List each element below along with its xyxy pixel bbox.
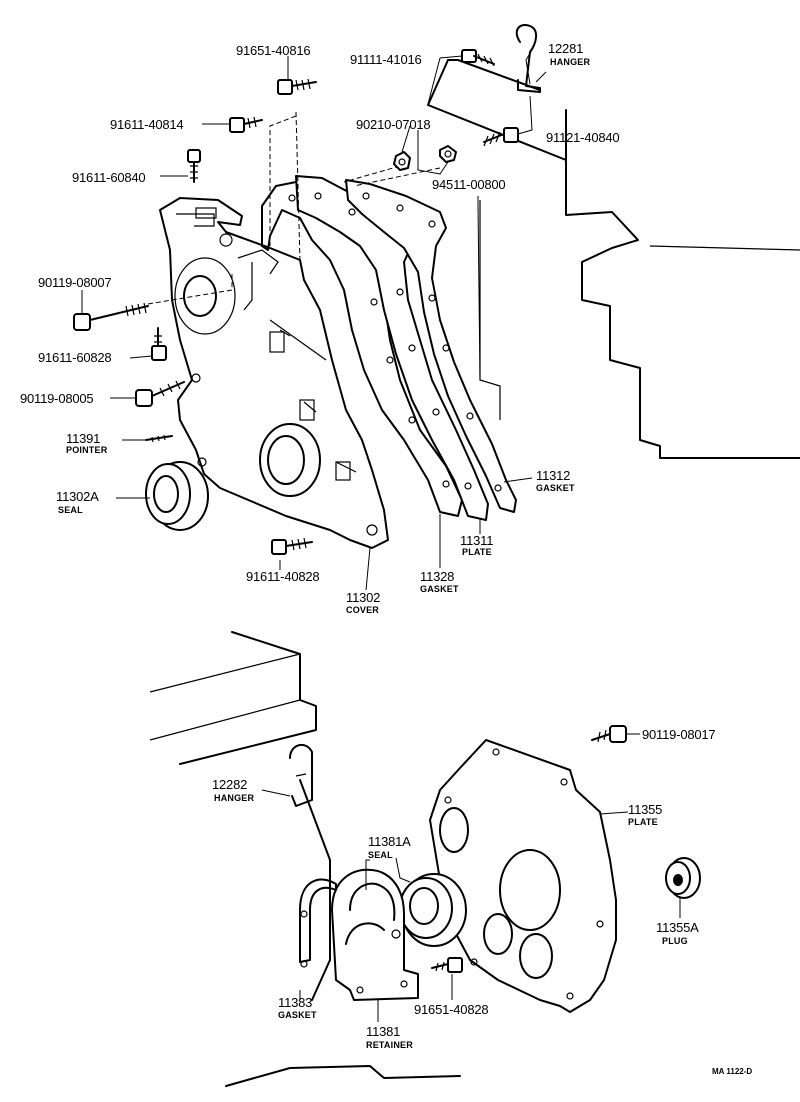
part-number-91611-40814: 91611-40814 (110, 117, 184, 132)
engine-block-bottom (149, 631, 461, 1087)
part-number-11381a: 11381A (368, 834, 411, 849)
bolt-91611-40814 (229, 116, 263, 133)
bolt-91651-40828 (431, 957, 463, 973)
part-number-11302a: 11302A (56, 489, 99, 504)
gasket-11312 (345, 179, 517, 513)
nut-94511-00800 (439, 145, 457, 163)
part-name-11302: COVER (346, 605, 380, 615)
part-name-12281: HANGER (550, 57, 591, 67)
part-number-11355a: 11355A (656, 920, 699, 935)
hanger-12282 (289, 743, 313, 807)
seal-11302a (145, 461, 209, 531)
seal-11381a (399, 873, 467, 947)
bolt-90119-08007 (73, 302, 149, 331)
part-number-11302: 11302 (346, 590, 381, 605)
plug-11355a (665, 857, 701, 899)
part-name-11328: GASKET (420, 584, 459, 594)
timing-cover (159, 197, 389, 549)
leader-lines-top (81, 49, 547, 591)
bolt-90119-08005 (135, 380, 185, 407)
part-name-11355: PLATE (628, 817, 658, 827)
part-number-12282: 12282 (212, 777, 248, 792)
bolt-91611-60828 (151, 327, 167, 361)
pointer-11391 (145, 434, 173, 443)
engine-block-top (427, 59, 800, 459)
part-name-11381: RETAINER (366, 1040, 413, 1050)
bolt-90119-08017 (591, 725, 627, 743)
part-number-11328: 11328 (420, 569, 455, 584)
bolt-91651-40816 (277, 78, 317, 95)
part-name-12282: HANGER (214, 793, 255, 803)
part-number-91651-40816: 91651-40816 (236, 43, 311, 58)
part-number-11312: 11312 (536, 468, 571, 483)
part-number-11355: 11355 (628, 802, 663, 817)
retainer-11381 (331, 868, 419, 1001)
plate-11355 (429, 739, 617, 1013)
bolt-91111-41016 (461, 49, 495, 67)
part-name-11312: GASKET (536, 483, 575, 493)
diagram-code: MA 1122-D (712, 1067, 753, 1076)
bolt-91121-40840 (483, 127, 519, 147)
part-number-11311: 11311 (460, 533, 494, 548)
part-number-90119-08017: 90119-08017 (642, 727, 716, 742)
part-number-91611-40828: 91611-40828 (246, 569, 320, 584)
part-number-91651-40828: 91651-40828 (414, 1002, 489, 1017)
part-number-90210-07018: 90210-07018 (356, 117, 431, 132)
part-name-11355a: PLUG (662, 936, 688, 946)
part-name-11302a: SEAL (58, 505, 83, 515)
gasket-11383 (299, 878, 337, 968)
part-number-91611-60828: 91611-60828 (38, 350, 112, 365)
part-number-11381: 11381 (366, 1024, 401, 1039)
part-number-91111-41016: 91111-41016 (350, 52, 422, 67)
part-number-91611-60840: 91611-60840 (72, 170, 146, 185)
part-number-90119-08005: 90119-08005 (20, 391, 94, 406)
bolt-91611-60840 (187, 149, 201, 183)
part-number-91121-40840: 91121-40840 (546, 130, 620, 145)
leader-lines-bottom (261, 733, 681, 1022)
part-name-11381a: SEAL (368, 850, 393, 860)
part-number-90119-08007: 90119-08007 (38, 275, 112, 290)
part-number-11391: 11391 (66, 431, 101, 446)
part-number-94511-00800: 94511-00800 (432, 177, 506, 192)
nut-90210-07018 (393, 151, 411, 171)
part-name-11311: PLATE (462, 547, 492, 557)
part-number-11383: 11383 (278, 995, 313, 1010)
part-name-11391: POINTER (66, 445, 108, 455)
part-name-11383: GASKET (278, 1010, 317, 1020)
part-number-12281: 12281 (548, 41, 584, 56)
bolt-91611-40828 (271, 537, 313, 555)
hanger-12281 (515, 24, 541, 93)
